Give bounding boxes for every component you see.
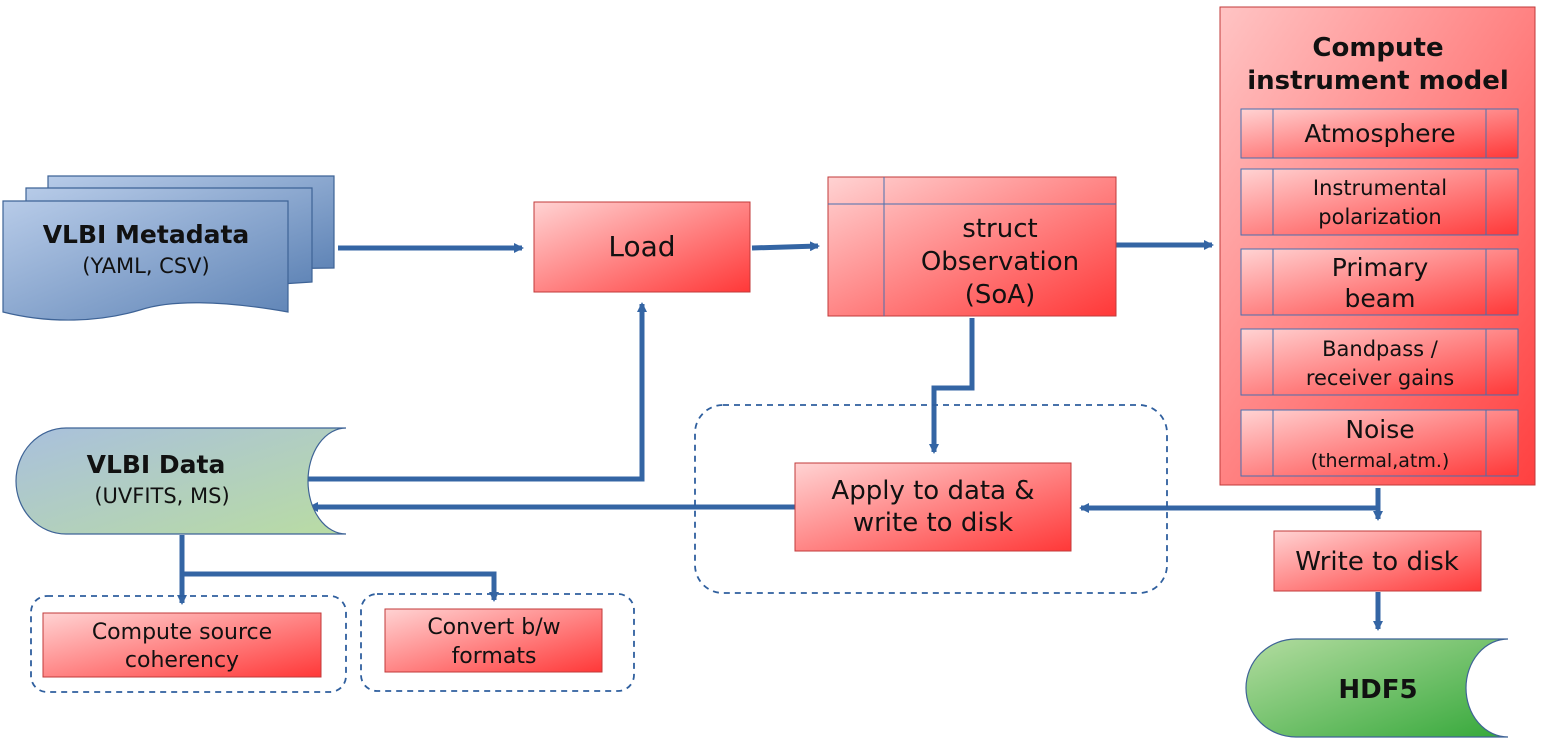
vlbi-data-subtitle: (UVFITS, MS)	[94, 484, 229, 508]
metadata-subtitle: (YAML, CSV)	[82, 254, 209, 278]
arrow-data-to-convert	[182, 571, 499, 602]
apply-node[interactable]: Apply to data & write to disk	[794, 462, 1072, 552]
convert-line2: formats	[452, 644, 537, 669]
instrument-item-box	[1240, 168, 1519, 236]
dashed-groups	[30, 404, 1168, 693]
apply-line1: Apply to data &	[831, 476, 1034, 506]
instrument-item-noise[interactable]: Noise (thermal,atm.)	[1240, 409, 1519, 477]
instrument-item-primary-beam[interactable]: Primary beam	[1240, 248, 1519, 316]
observation-line3: (SoA)	[965, 280, 1035, 310]
write-to-disk-box	[1273, 530, 1482, 592]
hdf5-label: HDF5	[1338, 675, 1417, 705]
instrument-item-label-1: Primary	[1332, 253, 1429, 282]
arrow-observation-to-apply	[929, 318, 975, 454]
instrument-item-label-1: Noise	[1345, 415, 1414, 444]
observation-line2: Observation	[921, 247, 1079, 277]
instrument-title-line1: Compute	[1312, 33, 1443, 63]
apply-line2: write to disk	[853, 508, 1013, 538]
load-node[interactable]: Load	[533, 201, 751, 293]
vlbi-metadata-node[interactable]: VLBI Metadata (YAML, CSV)	[2, 175, 335, 321]
coherency-line1: Compute source	[92, 620, 272, 645]
coherency-node[interactable]: Compute source coherency	[42, 612, 322, 678]
load-box	[533, 201, 751, 293]
instrument-item-atmosphere[interactable]: Atmosphere	[1240, 108, 1519, 159]
arrow-data-to-load	[292, 302, 647, 482]
coherency-box	[42, 612, 322, 678]
instrument-item-label-2: (thermal,atm.)	[1311, 450, 1450, 472]
write-to-disk-node[interactable]: Write to disk	[1273, 530, 1482, 592]
coherency-line2: coherency	[125, 648, 239, 673]
instrument-item-bandpass[interactable]: Bandpass / receiver gains	[1240, 328, 1519, 396]
instrument-item-box	[1240, 108, 1519, 159]
hdf5-shape	[1245, 638, 1509, 738]
arrow-load-to-observation	[751, 241, 820, 252]
hdf5-node[interactable]: HDF5	[1245, 638, 1509, 738]
instrument-title-line2: instrument model	[1247, 66, 1509, 96]
apply-box	[794, 462, 1072, 552]
instrument-item-label-1: Bandpass /	[1322, 337, 1439, 361]
instrument-item-box	[1240, 409, 1519, 477]
instrument-item-box	[1240, 248, 1519, 316]
instrument-model-box	[1219, 6, 1536, 486]
observation-box	[827, 176, 1117, 317]
instrument-model-node[interactable]: Compute instrument model Atmosphere Inst…	[1219, 6, 1536, 486]
instrument-item-polarization[interactable]: Instrumental polarization	[1240, 168, 1519, 236]
load-label: Load	[608, 230, 675, 263]
instrument-item-label-2: beam	[1345, 284, 1416, 313]
vlbi-data-shape	[15, 427, 347, 535]
observation-line1: struct	[962, 214, 1037, 244]
vlbi-data-title: VLBI Data	[87, 450, 226, 479]
arrow-instrument-to-apply	[1079, 488, 1381, 513]
instrument-item-label-2: receiver gains	[1306, 366, 1454, 390]
connectors	[177, 240, 1383, 631]
metadata-title: VLBI Metadata	[43, 220, 250, 249]
convert-node[interactable]: Convert b/w formats	[384, 608, 603, 673]
metadata-sheet-front	[2, 200, 289, 321]
convert-group-frame	[360, 593, 635, 692]
vlbi-data-node[interactable]: VLBI Data (UVFITS, MS)	[15, 427, 347, 535]
convert-line1: Convert b/w	[427, 615, 560, 640]
convert-box	[384, 608, 603, 673]
observation-node[interactable]: struct Observation (SoA)	[827, 176, 1117, 317]
instrument-item-label-1: Instrumental	[1313, 176, 1447, 200]
instrument-item-label-2: polarization	[1318, 205, 1441, 229]
instrument-item-box	[1240, 328, 1519, 396]
instrument-item-label: Atmosphere	[1304, 119, 1455, 148]
write-to-disk-label: Write to disk	[1295, 547, 1459, 577]
